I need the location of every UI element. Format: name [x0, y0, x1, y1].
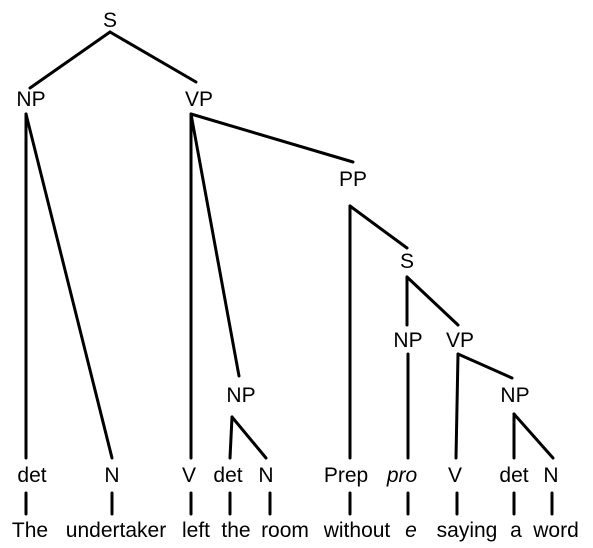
pos-det-2: det [213, 464, 242, 487]
pos-n-1: N [104, 464, 119, 487]
pos-labels: det N V det N Prep pro V det N [17, 464, 558, 487]
node-pp: PP [339, 168, 367, 191]
edge-s-vp [108, 30, 198, 84]
pos-det-3: det [499, 464, 528, 487]
edge-np-n-3 [512, 412, 555, 460]
pos-prep: Prep [324, 464, 368, 487]
edge-vp-np-obj [456, 352, 514, 380]
edge-np-det-2 [228, 415, 234, 460]
node-vp-embedded: VP [446, 329, 474, 352]
pos-det-1: det [17, 464, 46, 487]
word-a: a [510, 519, 522, 542]
word-the-2: the [221, 519, 250, 542]
sentence-words: The undertaker left the room without e s… [12, 519, 579, 542]
edge-vp-pp [189, 112, 355, 164]
tree-edges [24, 30, 555, 516]
edge-pp-s [348, 204, 409, 250]
word-without: without [323, 519, 391, 542]
edge-np-n [24, 112, 114, 460]
node-np-word: NP [500, 384, 529, 407]
word-saying: saying [437, 519, 498, 542]
pos-pro: pro [386, 464, 418, 487]
word-room: room [261, 519, 309, 542]
edge-s-np [28, 30, 112, 90]
word-e: e [405, 519, 417, 542]
node-s-embedded: S [400, 250, 414, 273]
edge-s-vp-2 [405, 275, 460, 327]
word-the: The [12, 519, 48, 542]
edge-vp-v-2 [454, 352, 460, 460]
node-vp-main: VP [185, 88, 213, 111]
pos-v-1: V [182, 464, 196, 487]
edge-vp-np [189, 112, 241, 378]
pos-v-2: V [448, 464, 462, 487]
edge-np-n-2 [230, 415, 268, 460]
word-word: word [532, 519, 579, 542]
node-s-root: S [103, 9, 117, 32]
node-np-subject: NP [16, 88, 45, 111]
word-left: left [182, 519, 210, 542]
pos-n-2: N [258, 464, 273, 487]
pos-n-3: N [543, 464, 558, 487]
node-np-object: NP [226, 384, 255, 407]
node-labels: S NP VP PP S NP VP NP NP [16, 9, 529, 407]
node-np-pro: NP [393, 329, 422, 352]
word-undertaker: undertaker [66, 519, 166, 542]
